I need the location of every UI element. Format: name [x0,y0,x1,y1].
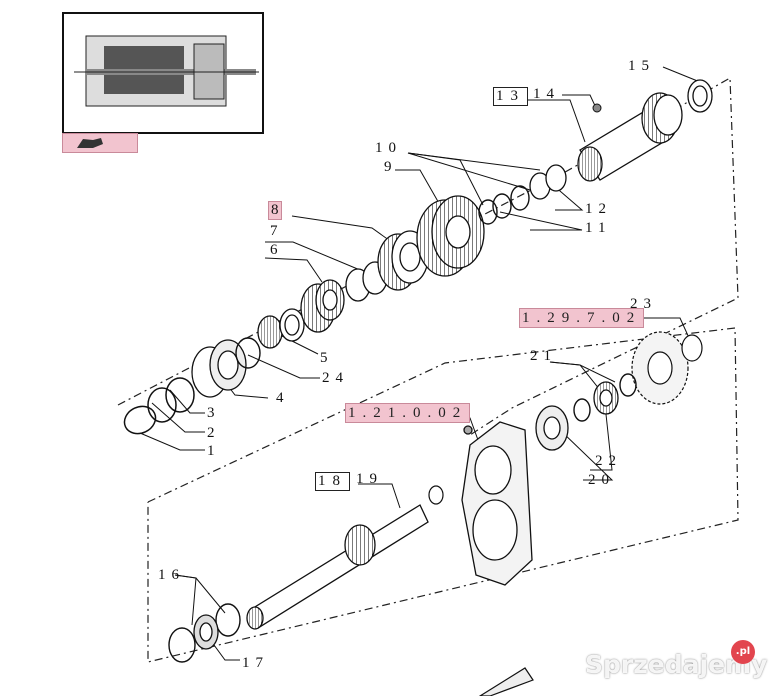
part-3-ring [165,377,195,413]
part-7-bushing [345,261,388,302]
cross-reference-link-2[interactable]: 1.21.0.02 [345,403,471,423]
part-label-21: 21 [530,348,557,364]
overview-thumbnail[interactable] [62,12,264,134]
part-label-14: 14 [533,86,560,102]
part-9-gear [416,195,485,277]
cross-reference-link-1[interactable]: 1.29.7.02 [519,308,645,328]
part-label-15: 15 [628,58,655,74]
part-21-ring [619,373,637,397]
part-12-bushing [529,164,567,200]
part-label-1: 1 [207,443,221,459]
part-label-7: 7 [270,223,284,239]
part-label-24: 24 [322,370,349,386]
part-6-gear [300,279,345,333]
watermark-logo: .pl [731,640,755,664]
part-2-ring [147,387,177,423]
part-24-ring [235,337,261,369]
part-14-plug [592,103,602,113]
part-8-synchro [377,230,429,291]
part-label-6: 6 [270,242,284,258]
leader-lines [139,66,701,661]
part-17-washer [193,614,219,650]
previous-view-button[interactable] [62,133,138,153]
part-label-22: 22 [595,453,622,469]
part-23-flange [631,331,703,405]
part-bearing-large [535,405,569,451]
part-16-ring [168,603,241,663]
part-5-bushing [257,308,305,349]
hand-pointer-icon [77,138,103,148]
lower-shaft-stub [478,667,534,696]
part-label-10: 10 [375,140,402,156]
upper-assembly-frame [117,76,739,436]
part-label-19: 19 [356,471,383,487]
part-label-3: 3 [207,405,221,421]
part-1-snap-ring [123,405,157,435]
part-label-16: 16 [158,567,185,583]
part-15-bearing [687,79,713,113]
part-10-rings [478,185,530,225]
part-label-17: 17 [242,655,269,671]
part-label-18[interactable]: 18 [315,472,350,491]
part-19-bushing [428,485,444,505]
part-22-bearing [593,381,619,415]
lower-assembly-frame [147,327,739,663]
transmission-overview-icon [74,35,259,107]
part-label-5: 5 [320,350,334,366]
part-label-9: 9 [384,159,398,175]
part-label-13[interactable]: 13 [493,87,528,106]
part-13-shaft [577,92,683,182]
part-label-20: 20 [588,472,615,488]
part-label-4: 4 [276,390,290,406]
part-label-8[interactable]: 8 [268,201,282,220]
part-4-bearing [191,339,247,398]
part-18-shaft [246,504,429,630]
housing [461,421,533,586]
part-label-12: 12 [585,201,612,217]
part-20-ring [573,398,591,422]
part-label-11: 11 [585,220,612,236]
part-label-2: 2 [207,425,221,441]
